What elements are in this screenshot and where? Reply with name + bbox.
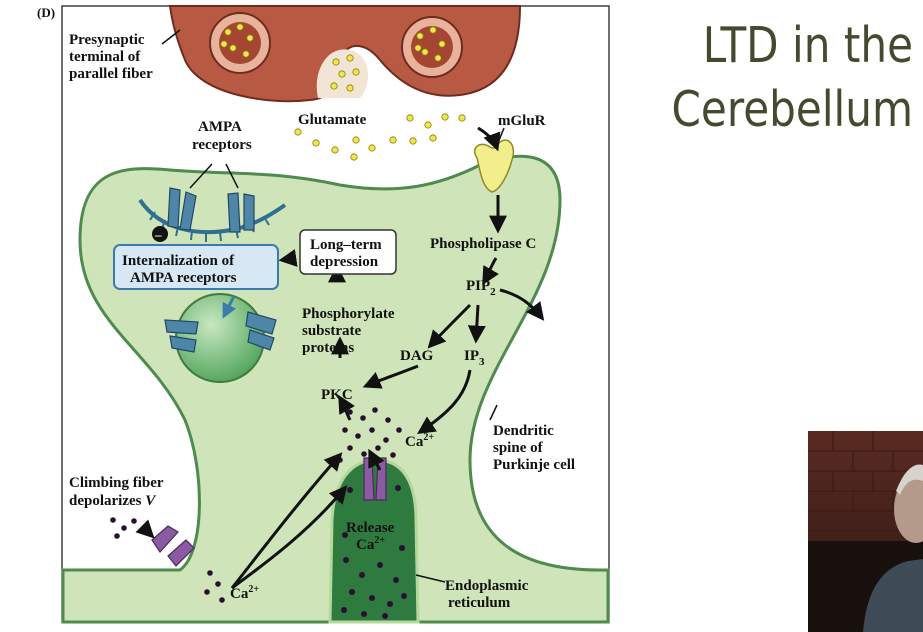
ca-bottom-label: Ca2+ (230, 584, 259, 602)
er-calcium-dots (341, 485, 407, 619)
ltd-label-2: depression (310, 254, 379, 270)
internalized-ampa-receptors (164, 311, 277, 353)
ca-cytosol-label: Ca2+ (405, 432, 434, 450)
er-label-1: Endoplasmic (445, 578, 529, 594)
voltage-gated-calcium-channel (151, 525, 195, 567)
pip2-label: PIP2 (466, 278, 496, 298)
mglur-label: mGluR (498, 113, 546, 129)
phospholipase-label: Phospholipase C (430, 236, 536, 252)
internalization-label-2: AMPA receptors (130, 270, 237, 286)
glutamate-released (294, 113, 466, 161)
minus-sign-icon (152, 226, 168, 242)
phosphorylate-label-1: Phosphorylate (302, 306, 395, 322)
slide-title-line1: LTD in the (702, 17, 913, 74)
cytosolic-calcium-dots (110, 407, 402, 603)
slide-title-line2: Cerebellum (671, 81, 913, 138)
ltd-label-1: Long–term (310, 237, 382, 253)
internalization-arrow (222, 295, 237, 319)
release-ca-label: Ca2+ (356, 535, 385, 553)
climbing-label-1: Climbing fiber (69, 475, 164, 491)
ampa-receptors-membrane (167, 187, 255, 233)
presynaptic-label-1: Presynaptic (69, 32, 145, 48)
ampa-label-1: AMPA (198, 119, 242, 135)
glutamate-dots-inside (220, 23, 446, 92)
ip3-label: IP3 (464, 348, 485, 368)
climbing-label-2: depolarizes V (69, 493, 157, 509)
leader-lines (161, 29, 505, 583)
ltd-box (299, 229, 397, 275)
phosphorylate-label-2: substrate (302, 323, 362, 339)
presenter-webcam-video (808, 431, 923, 632)
dendritic-label-1: Dendritic (493, 423, 554, 439)
presenter-image (808, 431, 923, 632)
figure-labels: Presynaptic terminal of parallel fiber G… (69, 32, 575, 611)
slide-title: LTD in the Cerebellum (655, 14, 913, 142)
dendritic-label-2: spine of (493, 440, 544, 456)
phosphorylate-label-3: proteins (302, 340, 354, 356)
ampa-label-2: receptors (192, 137, 252, 153)
internalization-label-1: Internalization of (122, 253, 235, 269)
minus-sign: – (154, 227, 162, 242)
presynaptic-label-2: terminal of (69, 49, 141, 65)
presynaptic-label-3: parallel fiber (69, 66, 153, 82)
release-label: Release (346, 520, 395, 536)
er-label-2: reticulum (448, 595, 511, 611)
glutamate-label: Glutamate (298, 112, 367, 128)
pkc-label: PKC (321, 387, 353, 403)
dag-label: DAG (400, 348, 434, 364)
dendritic-label-3: Purkinje cell (493, 457, 575, 473)
internalization-box (113, 244, 279, 290)
panel-label: (D) (37, 5, 55, 20)
